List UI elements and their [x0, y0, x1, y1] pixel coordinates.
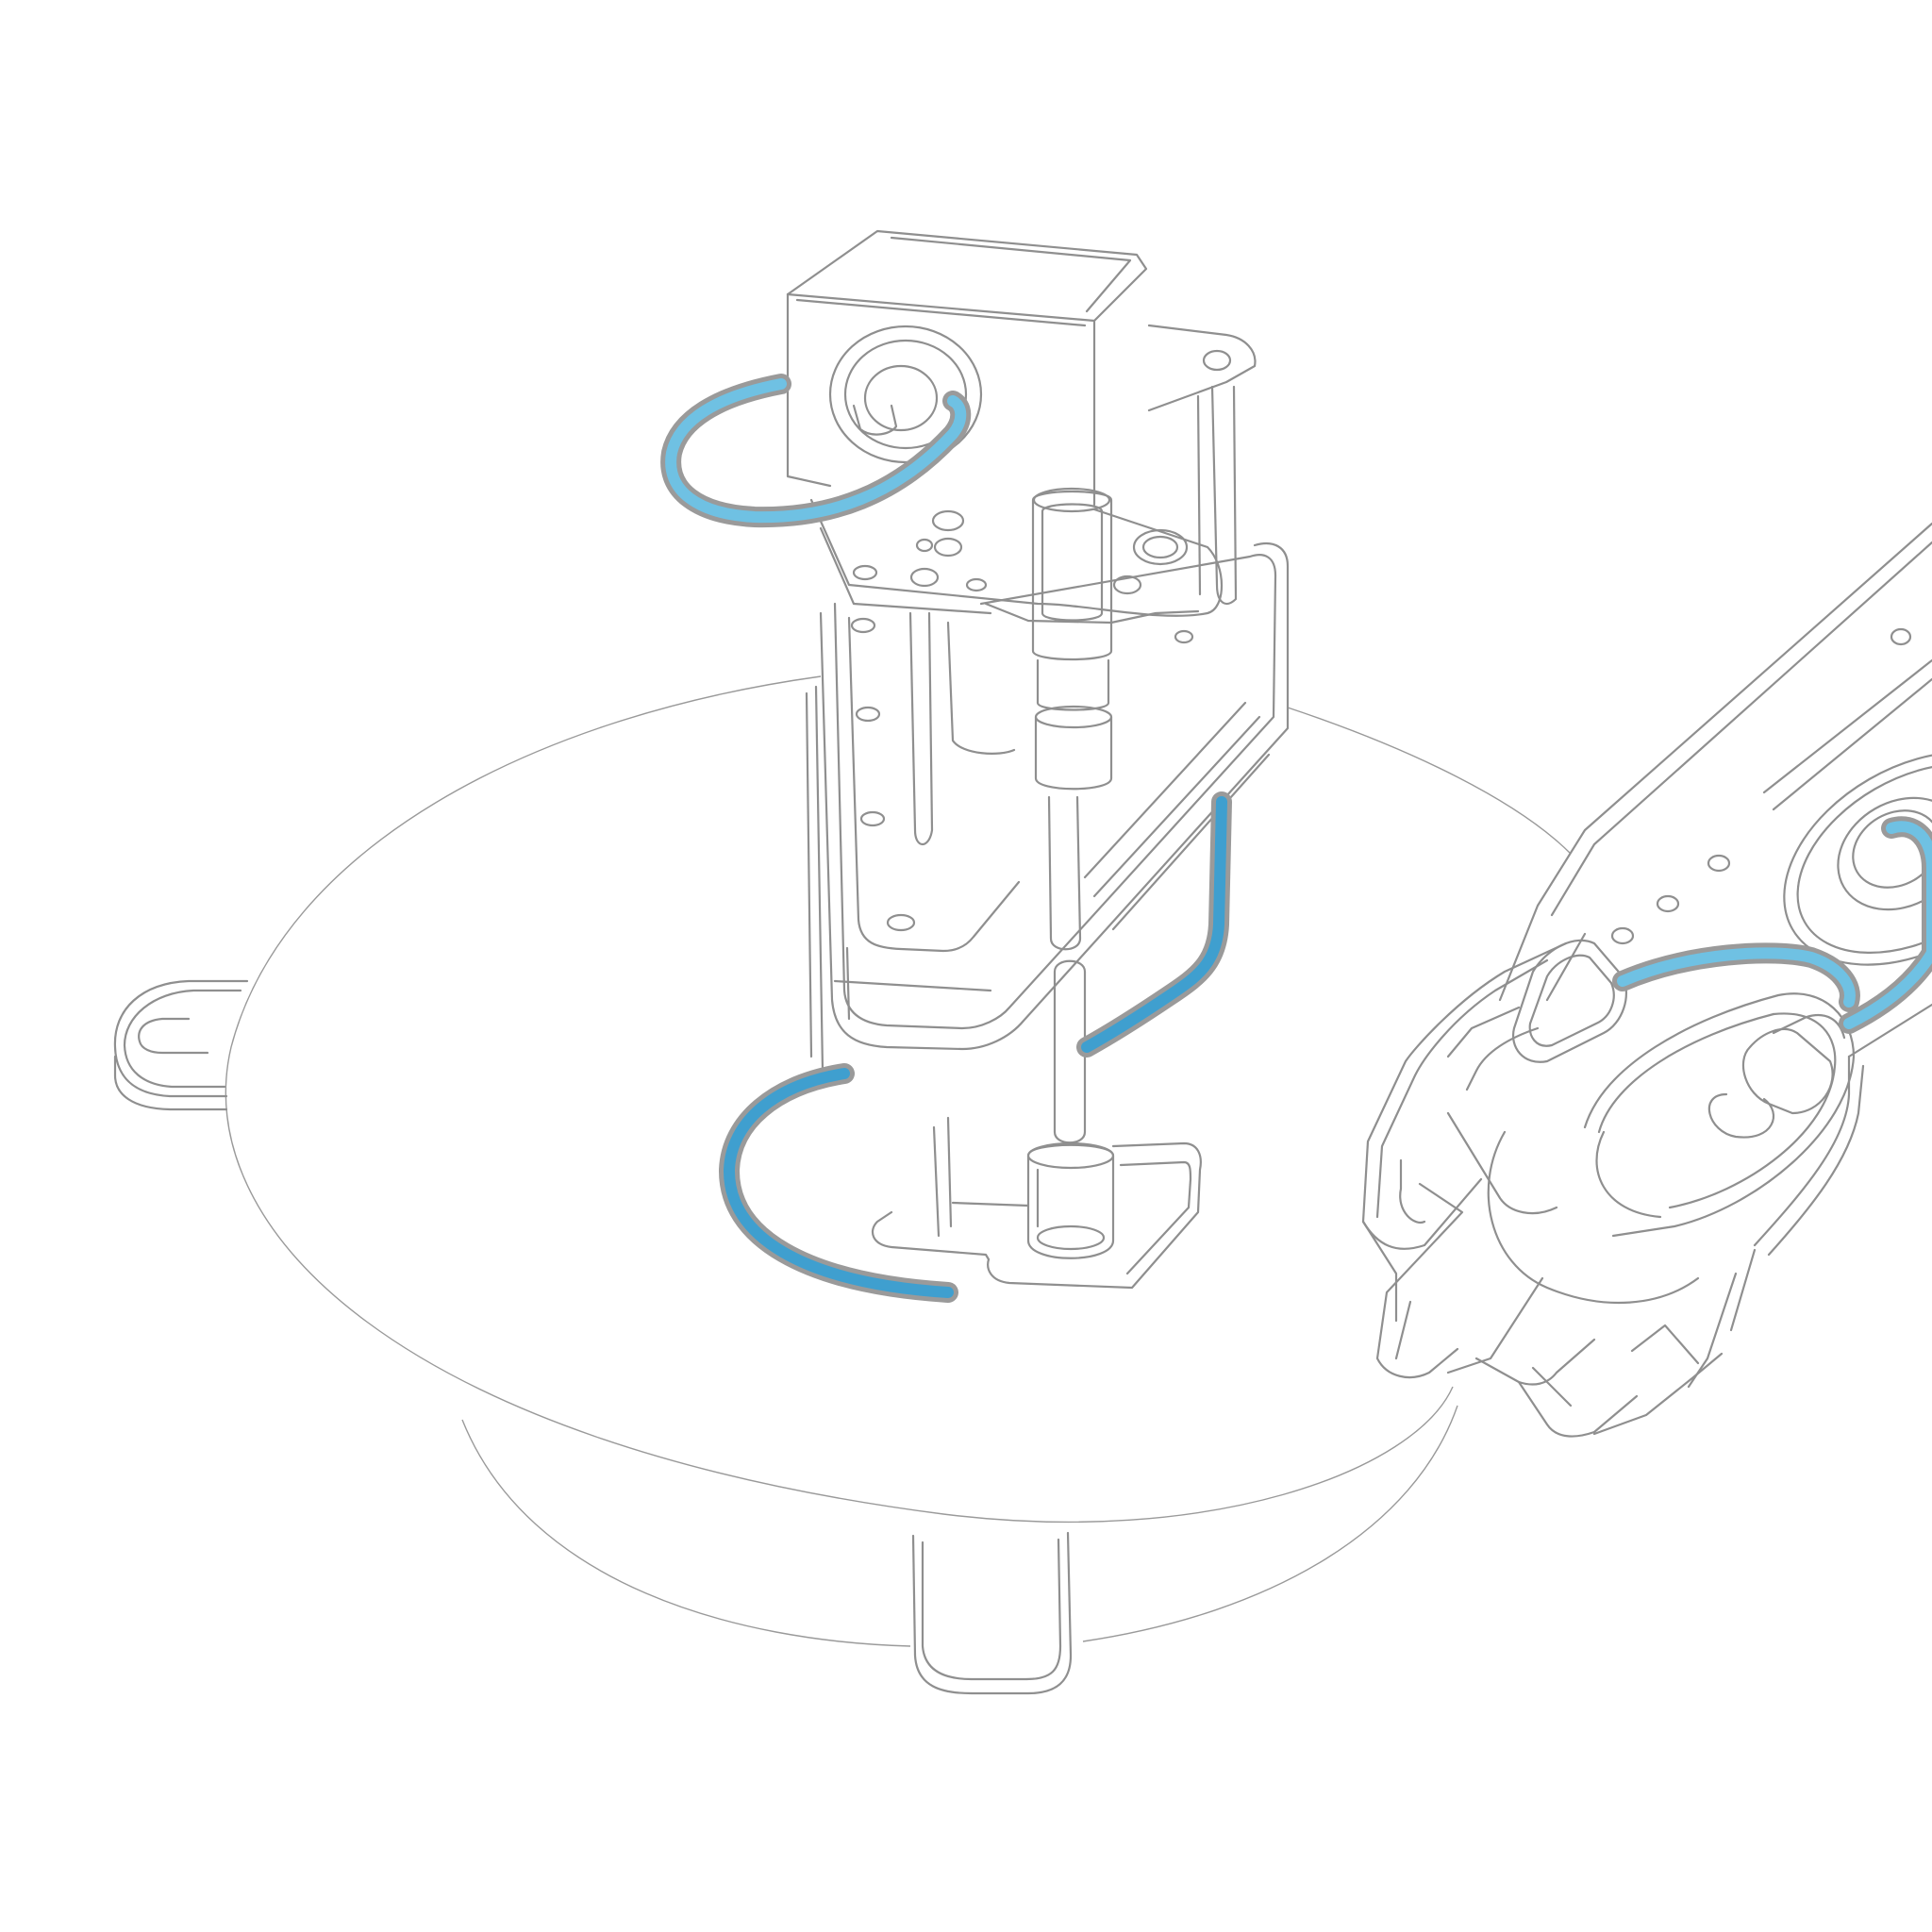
cable-arm-sweep	[1617, 947, 1856, 1008]
spindle	[1031, 487, 1113, 1144]
turntable-foot-inner	[921, 1538, 1062, 1681]
turntable-top-rim-right	[1287, 707, 1572, 855]
turntable-base	[113, 675, 1572, 1695]
arm-beam	[1498, 522, 1932, 1058]
turntable-top-rim	[225, 675, 1454, 1524]
gantry-tower	[786, 229, 1290, 1290]
vertical-rail	[805, 541, 1290, 1073]
arm-sockets	[1446, 939, 1627, 1063]
robot-arm	[1361, 522, 1932, 1438]
side-bracket	[1147, 324, 1257, 606]
arm-motor-housing	[1487, 992, 1856, 1305]
gantry-upper-bracket	[984, 602, 1200, 625]
carriage-plate	[809, 498, 1224, 644]
pulley-front	[828, 325, 983, 464]
cable-arm-elbow	[1843, 821, 1932, 1029]
cables	[660, 374, 1932, 1303]
turntable-skirt-right	[1082, 1405, 1458, 1642]
cable-bottom-arc	[723, 1068, 954, 1298]
cable-tower	[1081, 796, 1227, 1053]
arm-shell	[1361, 941, 1865, 1438]
turntable-foot	[911, 1531, 1073, 1695]
turntable-skirt	[461, 1419, 911, 1647]
end-effector	[871, 1116, 1202, 1290]
cable-top-loop	[665, 378, 967, 524]
turntable-left-lug	[113, 979, 249, 1111]
motor-cube	[786, 229, 1148, 507]
